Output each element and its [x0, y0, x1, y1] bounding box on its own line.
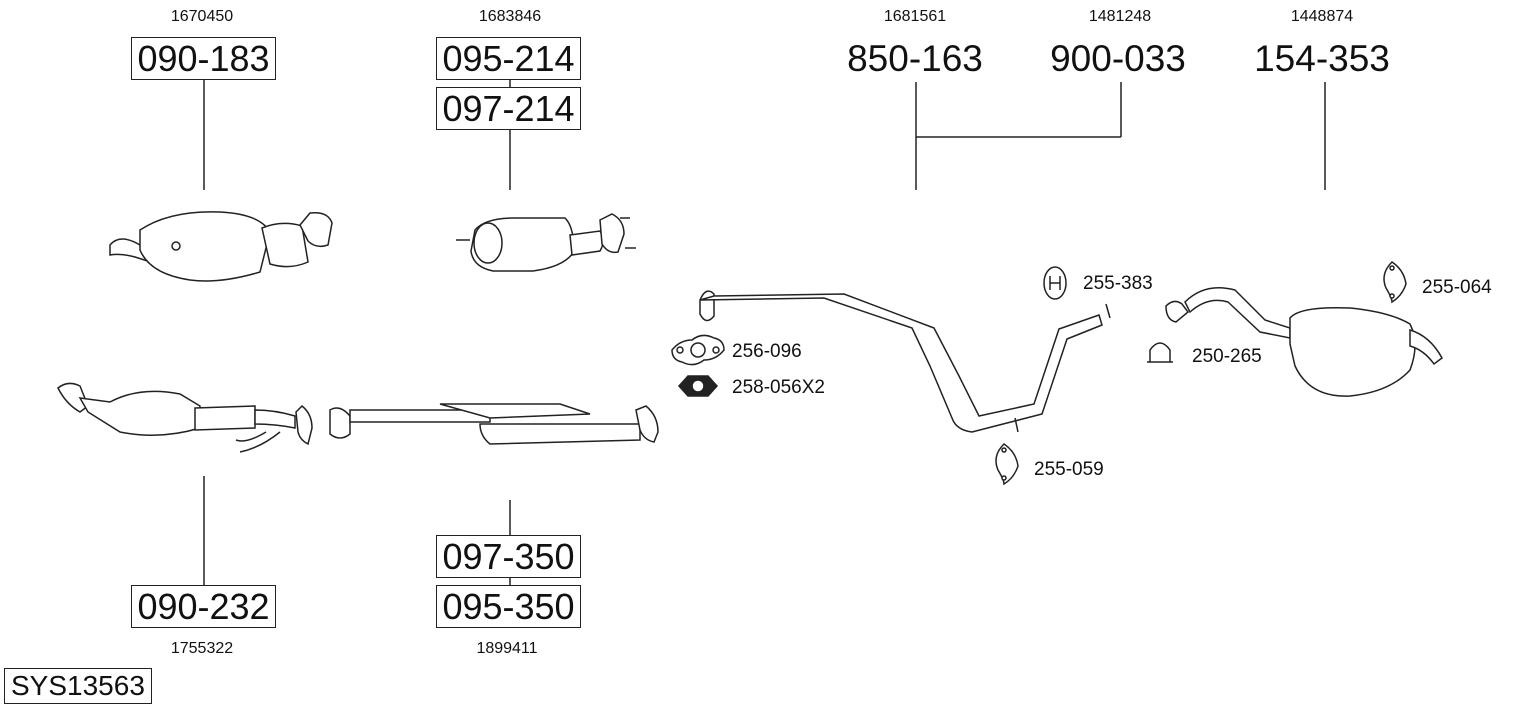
catalytic-converter-front-drawing[interactable] [109, 211, 333, 282]
rubber-ring-icon [1043, 266, 1067, 300]
middle-pipe-drawing[interactable] [699, 290, 1111, 433]
rubber-hanger-icon [995, 443, 1019, 486]
accessory-label[interactable]: 258-056X2 [732, 377, 825, 398]
oe-number: 1681561 [883, 8, 947, 25]
rubber-hanger-icon [1383, 261, 1407, 304]
gasket-icon [671, 334, 725, 366]
oe-number: 1899411 [476, 640, 538, 657]
accessory-label[interactable]: 255-064 [1422, 277, 1492, 298]
part-number-box[interactable]: 090-183 [131, 37, 276, 80]
rear-silencer-drawing[interactable] [1165, 287, 1443, 397]
oe-number: 1481248 [1088, 8, 1152, 25]
accessory-label[interactable]: 256-096 [732, 341, 802, 362]
part-number-box[interactable]: 095-214 [436, 37, 581, 80]
particulate-filter-lower-drawing[interactable] [329, 403, 659, 445]
oe-number: 1683846 [478, 8, 542, 25]
catalytic-converter-lower-drawing[interactable] [57, 382, 313, 453]
part-number-box[interactable]: 090-232 [131, 585, 276, 628]
diesel-particulate-filter-drawing[interactable] [456, 213, 636, 272]
accessory-label[interactable]: 255-383 [1083, 273, 1153, 294]
nut-icon [677, 375, 719, 397]
system-id: SYS13563 [4, 668, 152, 704]
clamp-icon [1147, 342, 1173, 363]
part-number-box[interactable]: 097-214 [436, 87, 581, 130]
part-number[interactable]: 154-353 [1254, 38, 1390, 79]
accessory-label[interactable]: 255-059 [1034, 459, 1104, 480]
oe-number: 1448874 [1290, 8, 1354, 25]
part-number[interactable]: 900-033 [1050, 38, 1186, 79]
part-number-box[interactable]: 095-350 [436, 585, 581, 628]
oe-number: 1755322 [170, 640, 234, 657]
part-number[interactable]: 850-163 [847, 38, 983, 79]
part-number-box[interactable]: 097-350 [436, 535, 581, 578]
oe-number: 1670450 [170, 8, 234, 25]
accessory-label[interactable]: 250-265 [1192, 346, 1262, 367]
